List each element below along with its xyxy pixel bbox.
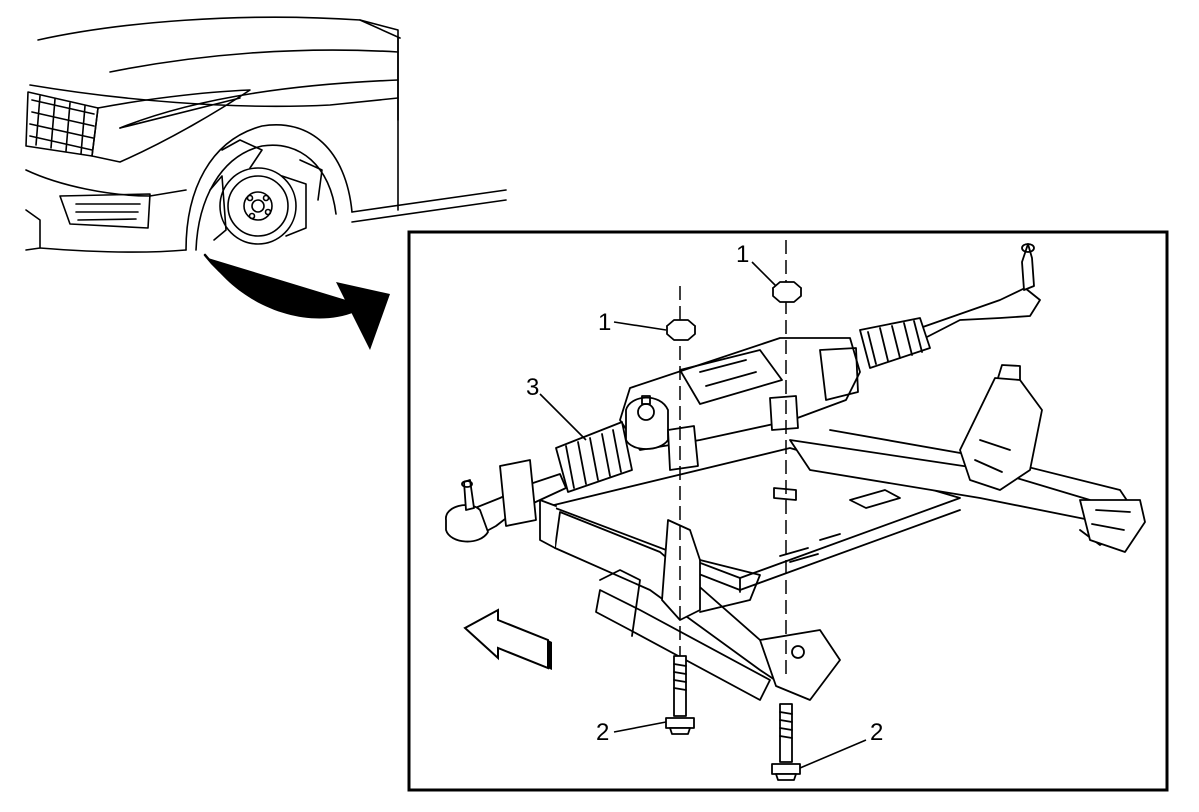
steering-gear xyxy=(445,243,1041,543)
forward-direction-arrow-icon xyxy=(463,608,552,670)
fastener-centerlines xyxy=(679,240,787,700)
callout-nut-right: 1 xyxy=(736,241,749,268)
callout-bolt-left: 2 xyxy=(596,719,609,746)
nut-left xyxy=(666,319,696,341)
front-subframe xyxy=(539,364,1146,701)
callout-leader-lines xyxy=(539,261,867,769)
callout-nut-left: 1 xyxy=(598,309,611,336)
detail-transition-arrow-icon xyxy=(203,253,390,350)
callout-steering-gear: 3 xyxy=(526,374,539,401)
bolt-left xyxy=(665,655,695,735)
vehicle-front-view xyxy=(25,16,507,253)
callout-bolt-right: 2 xyxy=(870,719,883,746)
nut-right xyxy=(772,281,802,303)
bolt-right xyxy=(771,703,801,781)
detail-view-frame xyxy=(407,230,1169,792)
